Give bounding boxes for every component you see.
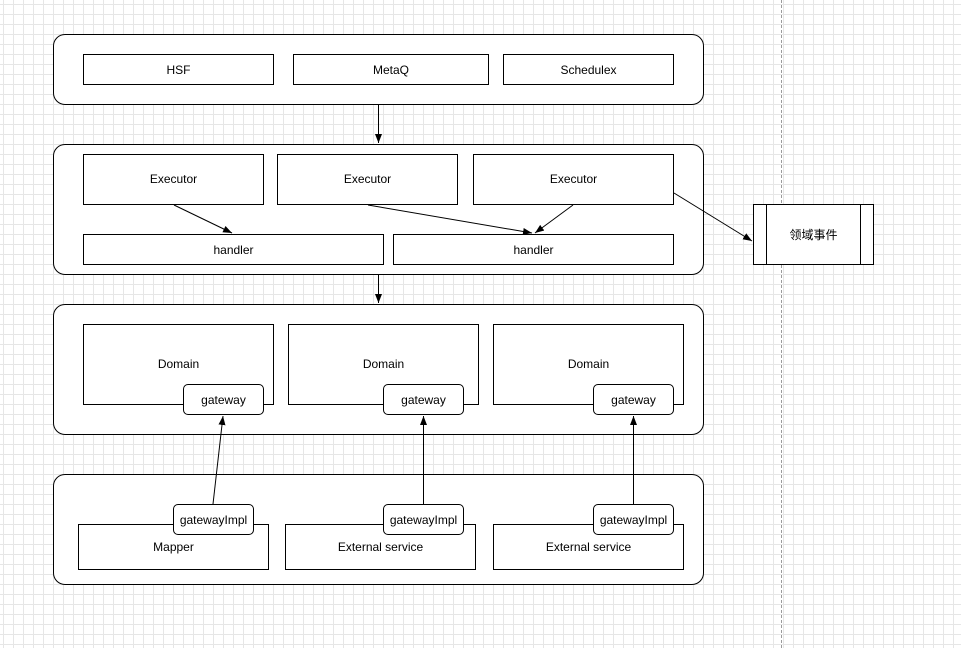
- handler-label: handler: [213, 242, 254, 257]
- domain-event-right-bar: [860, 205, 861, 264]
- gateway-box-2[interactable]: gateway: [383, 384, 464, 415]
- gateway-box-3[interactable]: gateway: [593, 384, 674, 415]
- mapper-label: Mapper: [153, 540, 194, 554]
- metaq-box[interactable]: MetaQ: [293, 54, 489, 85]
- gateway-impl-box-3[interactable]: gatewayImpl: [593, 504, 674, 535]
- domain-event-box[interactable]: 领域事件: [753, 204, 874, 265]
- schedulex-box[interactable]: Schedulex: [503, 54, 674, 85]
- domain-event-left-bar: [766, 205, 767, 264]
- handler-box-1[interactable]: handler: [83, 234, 384, 265]
- domain-box-3[interactable]: Domain: [493, 324, 684, 405]
- executor-box-1[interactable]: Executor: [83, 154, 264, 205]
- external-service-label: External service: [545, 540, 632, 554]
- domain-label: Domain: [362, 357, 405, 371]
- domain-event-label: 领域事件: [789, 228, 838, 242]
- hsf-box[interactable]: HSF: [83, 54, 274, 85]
- gateway-box-1[interactable]: gateway: [183, 384, 264, 415]
- gateway-impl-label: gatewayImpl: [389, 512, 458, 527]
- page-divider-dashed: [781, 0, 782, 648]
- gateway-label: gateway: [611, 392, 656, 407]
- executor-label: Executor: [343, 171, 392, 186]
- executor-label: Executor: [149, 171, 198, 186]
- metaq-label: MetaQ: [372, 62, 409, 77]
- hsf-label: HSF: [166, 62, 191, 77]
- domain-label: Domain: [157, 357, 200, 371]
- schedulex-label: Schedulex: [560, 62, 617, 77]
- executor-label: Executor: [549, 171, 598, 186]
- external-service-label: External service: [337, 540, 424, 554]
- gateway-impl-box-2[interactable]: gatewayImpl: [383, 504, 464, 535]
- domain-label: Domain: [567, 357, 610, 371]
- executor-box-3[interactable]: Executor: [473, 154, 674, 205]
- gateway-label: gateway: [201, 392, 246, 407]
- gateway-impl-label: gatewayImpl: [179, 512, 248, 527]
- gateway-impl-label: gatewayImpl: [599, 512, 668, 527]
- gateway-label: gateway: [401, 392, 446, 407]
- executor-box-2[interactable]: Executor: [277, 154, 458, 205]
- handler-box-2[interactable]: handler: [393, 234, 674, 265]
- handler-label: handler: [513, 242, 554, 257]
- gateway-impl-box-1[interactable]: gatewayImpl: [173, 504, 254, 535]
